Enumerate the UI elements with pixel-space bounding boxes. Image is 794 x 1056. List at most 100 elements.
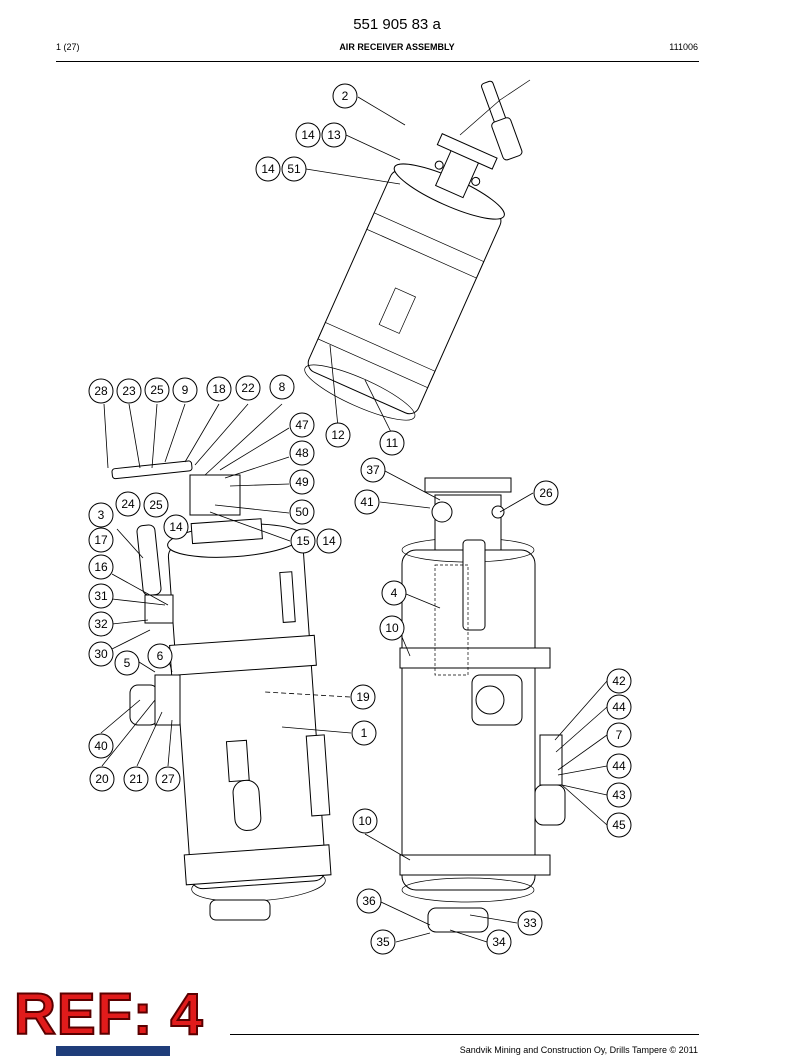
callout-12: 12 [325,422,351,448]
svg-text:5: 5 [124,656,131,670]
svg-text:41: 41 [360,495,374,509]
callout-45: 45 [606,812,632,838]
callout-33: 33 [517,910,543,936]
document-number: 551 905 83 a [353,16,441,33]
svg-text:14: 14 [169,520,183,534]
svg-text:25: 25 [149,498,163,512]
svg-text:27: 27 [161,772,175,786]
callout-9: 9 [172,377,198,403]
svg-text:36: 36 [362,894,376,908]
date-code: 111006 [669,42,698,52]
callout-27: 27 [155,766,181,792]
header-divider [56,61,699,62]
page-count: 1 (27) [56,42,80,52]
callout-5: 5 [114,650,140,676]
svg-text:14: 14 [322,534,336,548]
callout-44: 44 [606,753,632,779]
callout-43: 43 [606,782,632,808]
svg-text:35: 35 [376,935,390,949]
svg-text:7: 7 [616,728,623,742]
svg-text:42: 42 [612,674,626,688]
callout-42: 42 [606,668,632,694]
callout-37: 37 [360,457,386,483]
svg-text:44: 44 [612,700,626,714]
callout-22: 22 [235,375,261,401]
callout-50: 50 [289,499,315,525]
svg-text:24: 24 [121,497,135,511]
callout-7: 7 [606,722,632,748]
svg-text:19: 19 [356,690,370,704]
right-receiver-drawing [399,477,566,933]
callout-13: 13 [321,122,347,148]
svg-text:33: 33 [523,916,537,930]
svg-text:9: 9 [182,383,189,397]
svg-text:10: 10 [358,814,372,828]
svg-text:3: 3 [98,508,105,522]
callout-32: 32 [88,611,114,637]
svg-text:15: 15 [296,534,310,548]
callout-11: 11 [379,430,405,456]
svg-text:47: 47 [295,418,309,432]
callout-3: 3 [88,502,114,528]
callout-18: 18 [206,376,232,402]
page-title: AIR RECEIVER ASSEMBLY [339,42,455,52]
callout-34: 34 [486,929,512,955]
callout-40: 40 [88,733,114,759]
svg-text:2: 2 [342,89,349,103]
callout-14: 14 [163,514,189,540]
svg-text:8: 8 [279,380,286,394]
callout-2: 2 [332,83,358,109]
svg-text:23: 23 [122,384,136,398]
left-receiver-drawing [111,460,332,921]
svg-text:12: 12 [331,428,345,442]
svg-text:1: 1 [361,726,368,740]
callout-16: 16 [88,554,114,580]
svg-text:14: 14 [261,162,275,176]
svg-text:14: 14 [301,128,315,142]
callout-25: 25 [144,377,170,403]
callout-26: 26 [533,480,559,506]
callout-48: 48 [289,440,315,466]
svg-text:26: 26 [539,486,553,500]
callout-14: 14 [295,122,321,148]
svg-text:11: 11 [386,436,399,450]
callout-49: 49 [289,469,315,495]
callout-10: 10 [379,615,405,641]
callout-47: 47 [289,412,315,438]
callout-30: 30 [88,641,114,667]
upper-receiver-drawing [304,79,531,421]
svg-text:21: 21 [129,772,143,786]
svg-text:40: 40 [94,739,108,753]
callout-17: 17 [88,527,114,553]
svg-text:44: 44 [612,759,626,773]
svg-text:50: 50 [295,505,309,519]
svg-text:31: 31 [94,589,108,603]
callout-1: 1 [351,720,377,746]
svg-text:20: 20 [95,772,109,786]
callout-24: 24 [115,491,141,517]
svg-text:34: 34 [492,935,506,949]
callout-20: 20 [89,766,115,792]
callout-51: 51 [281,156,307,182]
callout-14: 14 [255,156,281,182]
svg-text:49: 49 [295,475,309,489]
svg-text:43: 43 [612,788,626,802]
svg-text:17: 17 [94,533,108,547]
callout-21: 21 [123,766,149,792]
svg-text:51: 51 [287,162,301,176]
callout-14: 14 [316,528,342,554]
leader-lines [100,96,608,943]
svg-text:13: 13 [327,128,341,142]
callout-35: 35 [370,929,396,955]
svg-text:6: 6 [157,649,164,663]
svg-text:22: 22 [241,381,255,395]
footer-copyright: Sandvik Mining and Construction Oy, Dril… [459,1045,698,1055]
callout-44: 44 [606,694,632,720]
callout-31: 31 [88,583,114,609]
callout-23: 23 [116,378,142,404]
callout-19: 19 [350,684,376,710]
callout-8: 8 [269,374,295,400]
callout-6: 6 [147,643,173,669]
callout-41: 41 [354,489,380,515]
